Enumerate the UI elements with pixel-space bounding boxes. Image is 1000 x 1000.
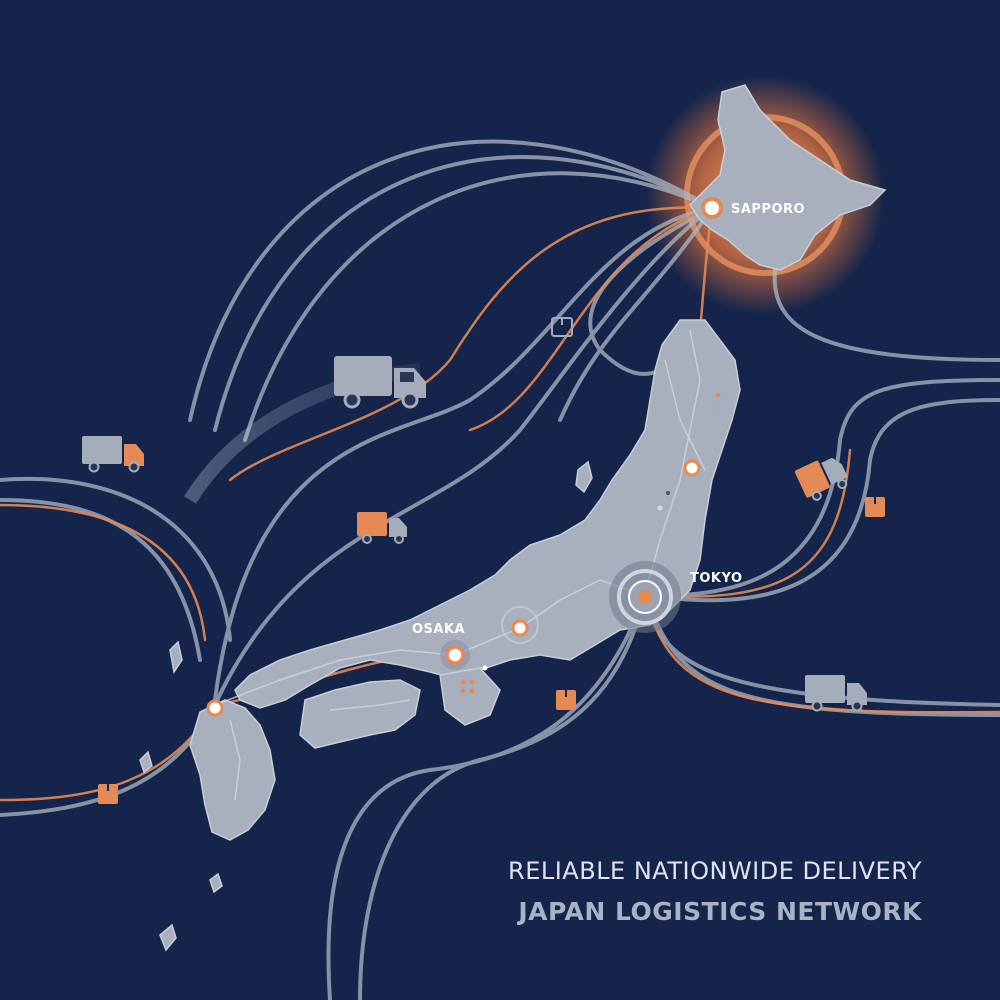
package-icon xyxy=(551,317,573,337)
kyushu-island xyxy=(189,699,276,841)
truck-icon xyxy=(357,512,407,544)
sendai-hub-icon xyxy=(683,459,701,477)
sado-island xyxy=(575,460,593,494)
minor-islands xyxy=(139,750,223,894)
package-icon xyxy=(865,497,885,517)
accent-routes xyxy=(0,206,1000,802)
tokyo-ring-mid xyxy=(617,569,673,625)
osaka-label: OSAKA xyxy=(412,622,465,637)
headline: JAPAN LOGISTICS NETWORK xyxy=(518,897,922,926)
shikoku-island xyxy=(299,679,421,749)
honshu-island xyxy=(234,319,741,709)
kii-peninsula xyxy=(439,667,501,726)
truck-icon xyxy=(805,675,867,712)
sapporo-hub xyxy=(701,197,723,219)
nagoya-hub-icon xyxy=(511,619,529,637)
hokkaido-island xyxy=(689,84,887,271)
sapporo-label: SAPPORO xyxy=(731,202,805,217)
kansai-ring xyxy=(501,606,539,644)
okinawa-island xyxy=(159,923,177,952)
truck-icon xyxy=(334,356,426,409)
truck-icon xyxy=(794,457,848,501)
package-icon xyxy=(556,690,576,710)
depot-dots xyxy=(460,392,721,694)
truck-icon xyxy=(82,436,144,473)
tagline: RELIABLE NATIONWIDE DELIVERY xyxy=(508,857,922,885)
tokyo-label: TOKYO xyxy=(690,571,743,586)
tokyo-hub xyxy=(609,561,681,633)
city-hub-icon xyxy=(445,645,465,665)
city-hub-icon xyxy=(638,590,652,604)
package-icon xyxy=(98,784,118,804)
fukuoka-hub-icon xyxy=(206,699,224,717)
tsushima-island xyxy=(169,640,183,674)
route-network xyxy=(0,139,1000,1000)
osaka-hub xyxy=(440,640,470,670)
city-hub-icon xyxy=(701,197,723,219)
